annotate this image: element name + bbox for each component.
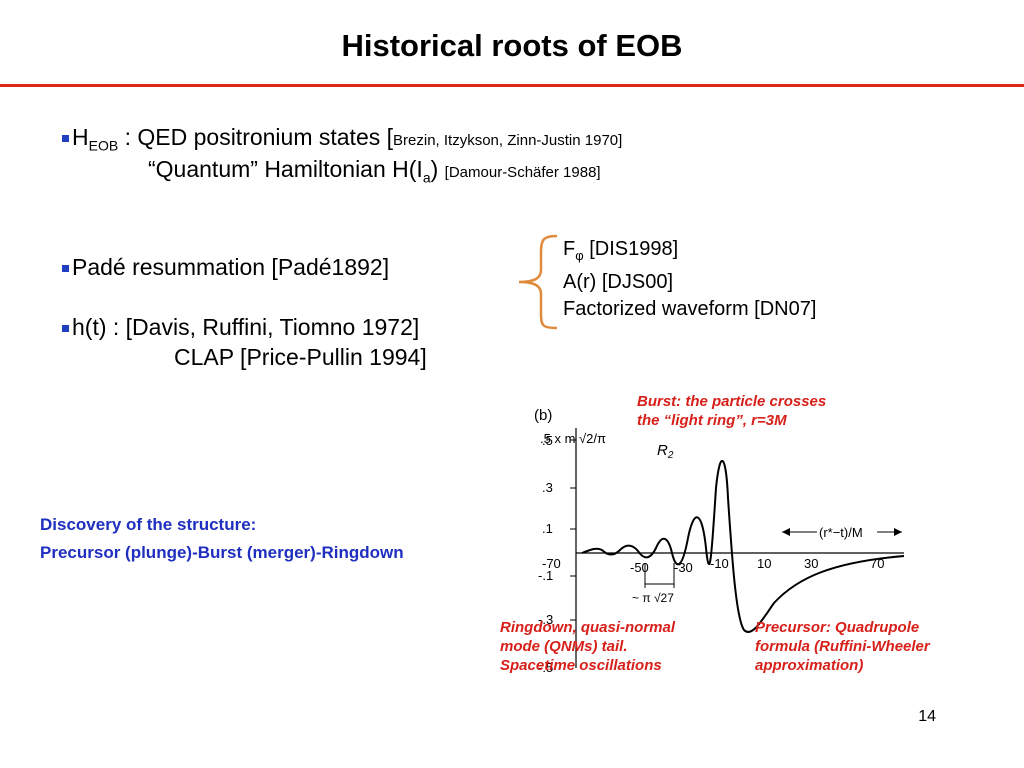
waveform-curve <box>581 460 905 633</box>
bullet-square-icon <box>62 325 69 332</box>
figure-ytick-top: .5 <box>542 433 553 448</box>
quantum-hamiltonian-sub: a <box>422 169 431 186</box>
factorized-waveform-item: Factorized waveform [DN07] <box>563 298 817 320</box>
svg-text:10: 10 <box>757 556 771 571</box>
bullet-square-icon <box>62 135 69 142</box>
arrow-head-icon <box>894 528 902 536</box>
figure-xtick-labels: -70 -50 -30 -10 10 30 70 <box>542 556 884 575</box>
bullet-heob-line2: “Quantum” Hamiltonian H(Ia) [Damour-Schä… <box>148 156 601 186</box>
burst-annotation: Burst: the particle crosses the “light r… <box>637 393 827 429</box>
pade-text: Padé resummation [Padé1892] <box>72 254 390 280</box>
bullet-heob: HEOB : QED positronium states [Brezin, I… <box>62 124 622 154</box>
page-number: 14 <box>918 708 936 725</box>
figure-ytick: -.1 <box>538 568 553 583</box>
svg-text:-30: -30 <box>674 560 693 575</box>
heob-text: : QED positronium states [ <box>118 124 394 150</box>
title-rule <box>0 84 1024 87</box>
figure-ylabel: .5 x m √2/π <box>540 431 606 446</box>
brace-items: Fφ [DIS1998] A(r) [DJS00] Factorized wav… <box>563 236 816 323</box>
damour-schafer-ref: [Damour-Schäfer 1988] <box>444 164 601 181</box>
quantum-hamiltonian-close: ) <box>430 156 439 182</box>
precursor-annotation: Precursor: Quadrupole formula (Ruffini-W… <box>755 619 930 674</box>
figure-ytick-bottom: -.5 <box>538 660 553 675</box>
a-r-item: A(r) [DJS00] <box>563 271 674 293</box>
figure-ytick: .1 <box>542 521 553 536</box>
figure-axis-label: (r*−t)/M <box>819 525 863 540</box>
bullet-pade: Padé resummation [Padé1892] <box>62 254 389 281</box>
figure-ytick: .3 <box>542 480 553 495</box>
bullet-ht: h(t) : [Davis, Ruffini, Tiomno 1972] <box>62 314 419 341</box>
heob-subscript: EOB <box>88 137 119 154</box>
heob-symbol: H <box>72 124 89 150</box>
curly-brace-icon <box>518 234 558 330</box>
ringdown-annotation: Ringdown, quasi-normal mode (QNMs) tail.… <box>500 619 675 674</box>
discovery-line1: Discovery of the structure: <box>40 515 257 534</box>
svg-text:-50: -50 <box>630 560 649 575</box>
svg-text:-70: -70 <box>542 556 561 571</box>
f-phi-item: Fφ [DIS1998] <box>563 238 679 263</box>
discovery-line2: Precursor (plunge)-Burst (merger)-Ringdo… <box>40 543 404 562</box>
arrow-head-icon <box>782 528 790 536</box>
figure-period-label: ~ π √27 <box>632 591 674 605</box>
waveform-figure: (b) .5 x m √2/π R2 .5 .3 .1 -.1 -.3 -.5 … <box>534 407 905 675</box>
quantum-hamiltonian-text: “Quantum” Hamiltonian H(I <box>148 156 423 182</box>
clap-text: CLAP [Price-Pullin 1994] <box>174 344 427 370</box>
svg-text:30: 30 <box>804 556 818 571</box>
figure-series-label: R2 <box>657 442 674 461</box>
figure-ytick-marks <box>570 439 576 621</box>
figure-panel-label: (b) <box>534 407 552 424</box>
heob-ref: Brezin, Itzykson, Zinn-Justin 1970] <box>393 132 623 149</box>
slide-title: Historical roots of EOB <box>341 28 683 63</box>
ht-text: h(t) : [Davis, Ruffini, Tiomno 1972] <box>72 314 420 340</box>
svg-text:-10: -10 <box>710 556 729 571</box>
figure-ytick: -.3 <box>538 612 553 627</box>
bullet-square-icon <box>62 265 69 272</box>
